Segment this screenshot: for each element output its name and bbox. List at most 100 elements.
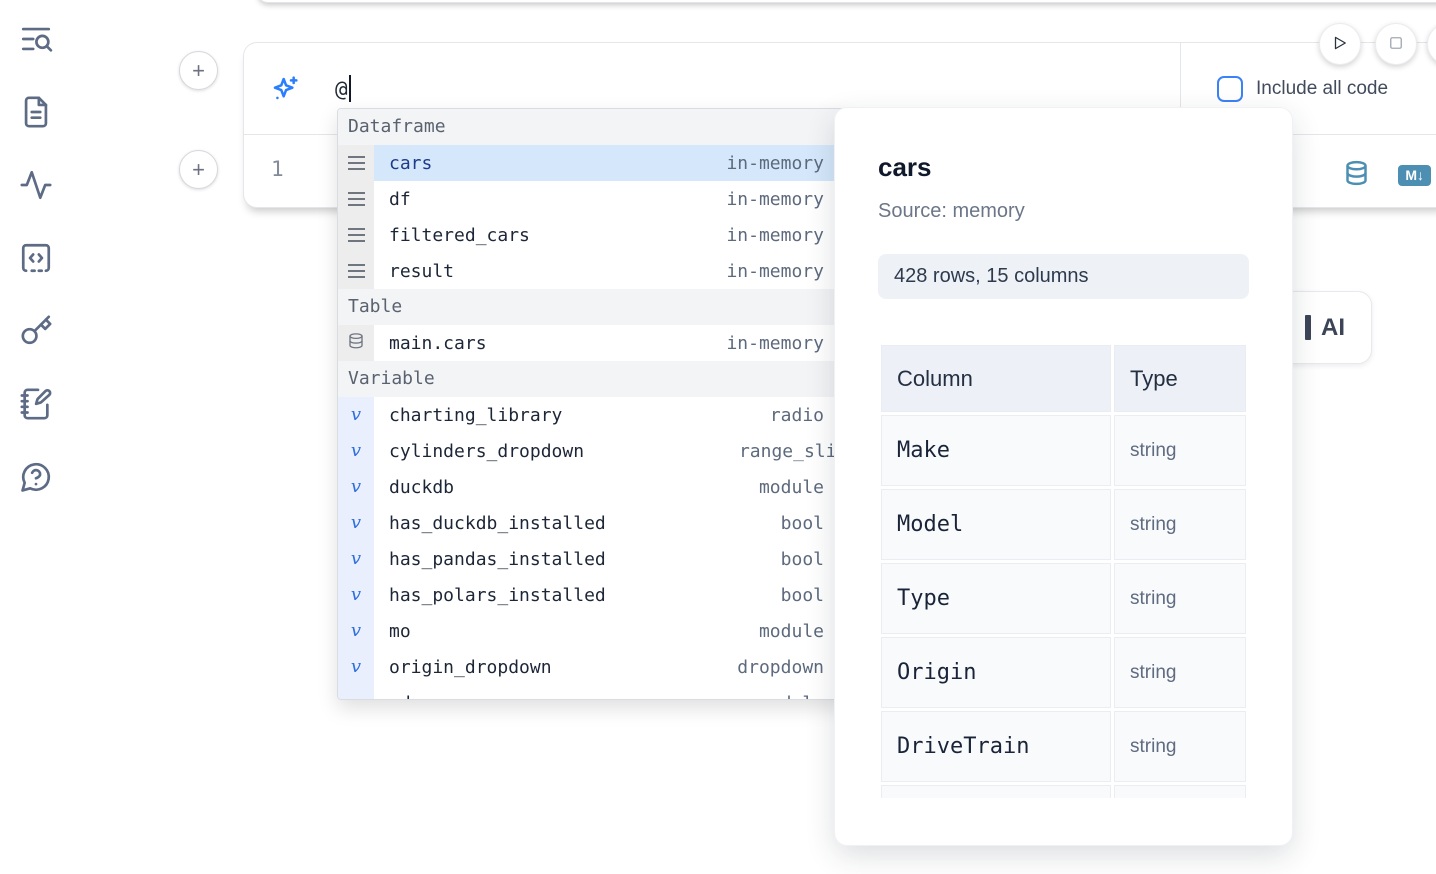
completion-name: result	[389, 260, 455, 282]
include-all-code-label: Include all code	[1256, 77, 1389, 99]
dataframe-rows-icon	[347, 263, 365, 279]
include-all-code-checkbox[interactable]	[1217, 75, 1243, 102]
completion-name: charting_library	[389, 404, 563, 426]
completion-detail: in-memory	[726, 152, 824, 174]
dataframe-preview-panel: cars Source: memory 428 rows, 15 columns…	[835, 108, 1292, 845]
preview-stats-badge: 428 rows, 15 columns	[878, 254, 1249, 299]
sidebar-button-text-search[interactable]	[18, 22, 54, 58]
schema-header-type: Type	[1114, 345, 1246, 412]
add-cell-button-top[interactable]: +	[179, 51, 218, 90]
completion-name: cars	[389, 152, 433, 174]
text-cursor	[348, 75, 351, 102]
variable-icon: v	[350, 584, 362, 605]
completion-detail: radio	[769, 404, 824, 426]
include-all-code-option: Include all code	[1180, 43, 1436, 134]
variable-icon: v	[350, 476, 362, 497]
completion-name: pd	[374, 693, 411, 700]
completion-detail: bool	[780, 548, 824, 570]
notebook-pen-icon	[19, 387, 53, 424]
variable-icon: v	[350, 548, 362, 569]
completion-detail: bool	[780, 512, 824, 534]
sidebar-button-key[interactable]	[18, 314, 54, 350]
completion-name: main.cars	[389, 332, 487, 354]
preview-title: cars	[878, 152, 932, 182]
schema-column-type: string	[1114, 489, 1246, 560]
autocomplete-item-main-cars[interactable]: main.cars in-memory	[338, 325, 846, 361]
completion-detail: bool	[780, 584, 824, 606]
database-icon[interactable]	[1343, 159, 1370, 192]
completion-detail: in-memory	[726, 332, 824, 354]
dataframe-rows-icon	[347, 155, 365, 171]
variable-icon: v	[351, 694, 361, 700]
play-icon	[1331, 34, 1349, 55]
autocomplete-item-cars[interactable]: cars in-memory	[338, 145, 846, 181]
markdown-icon[interactable]: M↓	[1398, 165, 1431, 186]
preview-source: Source: memory	[878, 200, 1025, 222]
ai-prompt-input[interactable]: @	[244, 43, 1180, 134]
completion-name: has_polars_installed	[389, 584, 606, 606]
sidebar-button-file-text[interactable]	[18, 95, 54, 131]
ai-button-label: AI	[1321, 313, 1345, 341]
completion-name: origin_dropdown	[389, 656, 552, 678]
variable-icon: v	[350, 404, 362, 425]
line-number: 1	[271, 157, 284, 181]
variable-icon: v	[350, 620, 362, 641]
key-icon	[19, 314, 53, 351]
dataframe-rows-icon	[347, 191, 365, 207]
run-cell-button[interactable]	[1319, 23, 1361, 65]
schema-row	[881, 785, 1246, 798]
completion-name: has_duckdb_installed	[389, 512, 606, 534]
schema-column-name: Model	[881, 489, 1111, 560]
completion-name: has_pandas_installed	[389, 548, 606, 570]
schema-column-name: Make	[881, 415, 1111, 486]
schema-column-name	[881, 785, 1111, 798]
ai-prompt-value: @	[335, 76, 348, 101]
schema-column-type: string	[1114, 711, 1246, 782]
completion-name: mo	[389, 620, 411, 642]
schema-column-name: Type	[881, 563, 1111, 634]
file-text-icon	[19, 95, 53, 132]
autocomplete-item-pd[interactable]: v pd module	[338, 685, 846, 700]
completion-detail: in-memory	[726, 188, 824, 210]
autocomplete-item-has_pandas_installed[interactable]: v has_pandas_installed bool	[338, 541, 846, 577]
schema-column-type: string	[1114, 563, 1246, 634]
stop-button[interactable]	[1375, 23, 1417, 65]
completion-detail: in-memory	[726, 224, 824, 246]
schema-column-type: string	[1114, 637, 1246, 708]
completion-detail: module	[759, 693, 846, 700]
autocomplete-item-has_duckdb_installed[interactable]: v has_duckdb_installed bool	[338, 505, 846, 541]
sidebar-button-help-message[interactable]	[18, 460, 54, 496]
autocomplete-item-charting_library[interactable]: v charting_library radio	[338, 397, 846, 433]
help-message-icon	[19, 460, 53, 497]
autocomplete-section-header: Variable	[338, 361, 846, 397]
autocomplete-section-header: Dataframe	[338, 109, 846, 145]
sidebar-button-notebook-pen[interactable]	[18, 387, 54, 423]
autocomplete-item-has_polars_installed[interactable]: v has_polars_installed bool	[338, 577, 846, 613]
sidebar-button-code-square-dashed[interactable]	[18, 241, 54, 277]
clipped-letter	[1305, 315, 1311, 340]
activity-icon	[19, 168, 53, 205]
add-cell-button-bottom[interactable]: +	[179, 150, 218, 189]
sidebar-button-activity[interactable]	[18, 168, 54, 204]
completion-name: cylinders_dropdown	[389, 440, 585, 462]
ai-prompt-row: @ Include all code	[244, 43, 1436, 134]
stop-square-icon	[1387, 34, 1405, 55]
sidebar	[18, 22, 58, 496]
variable-icon: v	[350, 512, 362, 533]
autocomplete-section-header: Table	[338, 289, 846, 325]
